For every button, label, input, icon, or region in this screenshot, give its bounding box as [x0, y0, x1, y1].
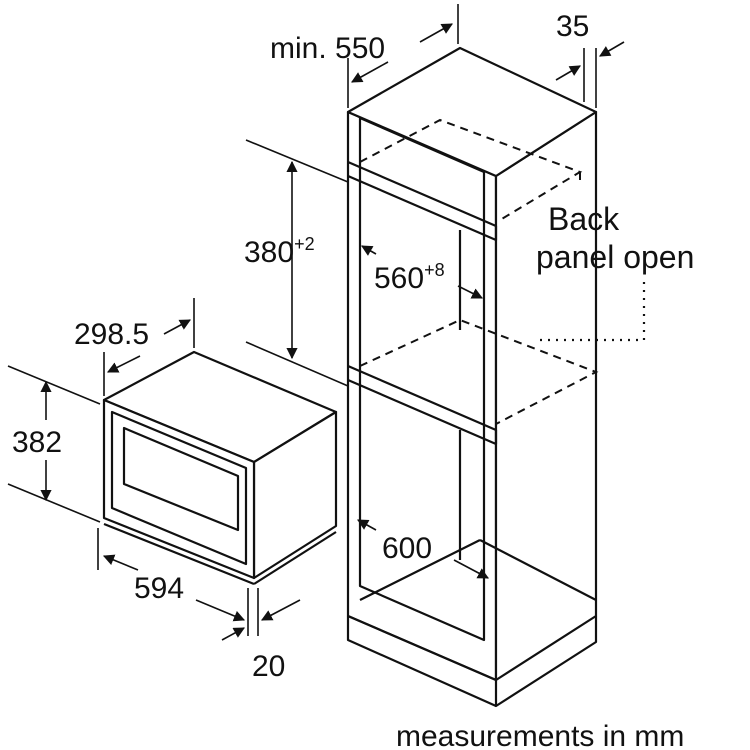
unit-height-label: 382 [12, 426, 62, 459]
inner-back-right [479, 539, 597, 601]
niche-height-label: 380+2 [244, 234, 315, 269]
unit-width-label: 594 [134, 572, 184, 605]
oven-trim-bottom [103, 522, 255, 586]
niche-width-value: 560 [374, 262, 424, 295]
oven-front [102, 398, 256, 580]
units-note: measurements in mm [396, 720, 684, 750]
middle-shelf [347, 364, 498, 446]
back-panel-note-line1: Back [548, 201, 620, 237]
oven-window [122, 426, 240, 532]
back-panel-leader [540, 282, 646, 342]
back-panel-note-line2: panel open [536, 239, 694, 275]
cabinet-right-side [494, 110, 598, 682]
niche-height-tolerance: +2 [294, 234, 315, 254]
niche-height-value: 380 [244, 236, 294, 269]
cabinet-width-label: 600 [382, 532, 432, 565]
plinth-front [346, 616, 497, 708]
front-thickness-label: 20 [252, 650, 285, 683]
oven-door-frame [110, 410, 248, 566]
unit-depth-label: 298.5 [74, 318, 149, 351]
niche-width-label: 560+8 [374, 260, 445, 295]
lower-shelf [347, 614, 497, 682]
oven-trim-side [253, 531, 337, 585]
niche-width-tolerance: +8 [424, 260, 445, 280]
plinth [494, 616, 598, 708]
open-back-panel-dashes [359, 118, 599, 425]
min-depth-label: min. 550 [270, 32, 385, 65]
gap-label: 35 [556, 10, 589, 43]
cabinet-dimension-lines [245, 4, 625, 579]
cabinet-inner-frame [358, 116, 486, 642]
oven-dimension-lines [7, 298, 301, 641]
oven-unit [102, 350, 338, 586]
tall-cabinet [346, 46, 598, 708]
top-shelf [347, 160, 498, 242]
